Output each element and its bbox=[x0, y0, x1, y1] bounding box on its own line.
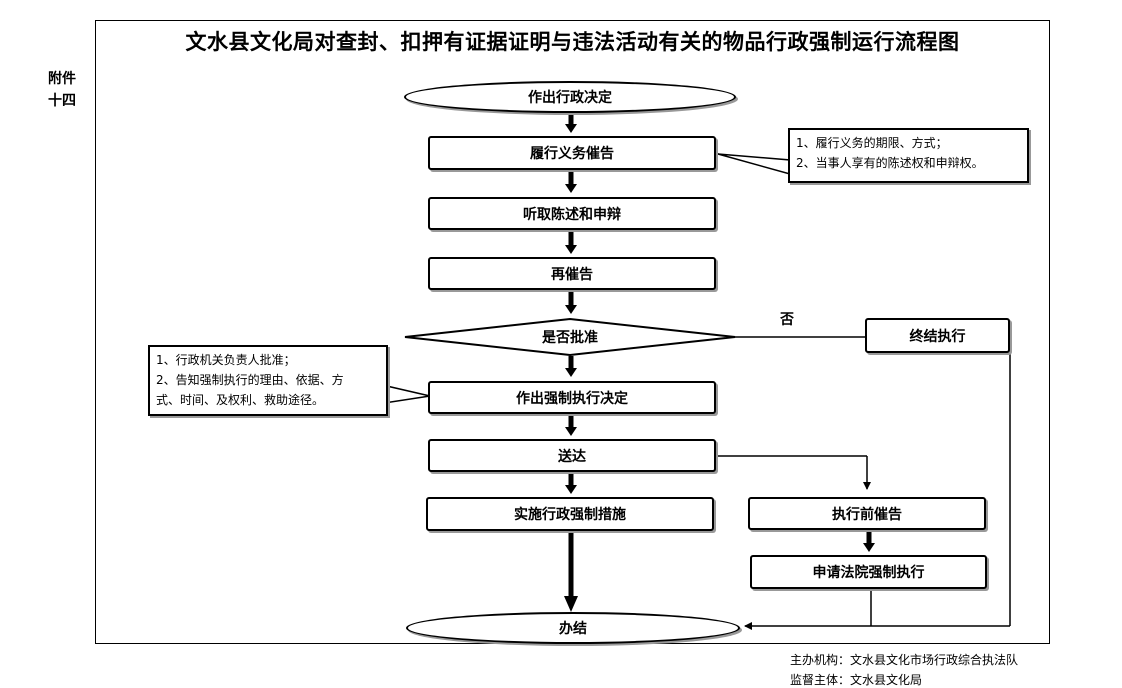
node-terminate: 终结执行 bbox=[865, 318, 1010, 353]
node-make-decision: 作出行政决定 bbox=[404, 81, 736, 113]
node-pre-notice: 执行前催告 bbox=[748, 497, 986, 530]
node-approve-question: 是否批准 bbox=[542, 330, 598, 346]
attachment-label: 附件 十四 bbox=[48, 68, 76, 112]
branch-no-label: 否 bbox=[780, 312, 794, 328]
node-fulfill-notice: 履行义务催告 bbox=[428, 136, 716, 170]
node-implement: 实施行政强制措施 bbox=[426, 497, 714, 531]
node-court-apply: 申请法院强制执行 bbox=[750, 555, 987, 589]
note-left-line2: 2、告知强制执行的理由、依据、方 bbox=[156, 373, 344, 387]
note-left-line1: 1、行政机关负责人批准； bbox=[156, 353, 296, 367]
node-re-notice: 再催告 bbox=[428, 257, 716, 290]
node-hear-statement: 听取陈述和申辩 bbox=[428, 197, 716, 230]
footer-organizer: 主办机构：文水县文化市场行政综合执法队 bbox=[790, 653, 1019, 667]
page-title: 文水县文化局对查封、扣押有证据证明与违法活动有关的物品行政强制运行流程图 bbox=[185, 29, 960, 54]
node-deliver: 送达 bbox=[428, 439, 716, 472]
note-right-line1: 1、履行义务的期限、方式； bbox=[796, 136, 948, 150]
attachment-line1: 附件 bbox=[48, 71, 76, 87]
footer-supervisor: 监督主体：文水县文化局 bbox=[790, 673, 923, 687]
note-right-line2: 2、当事人享有的陈述权和申辩权。 bbox=[796, 156, 984, 170]
attachment-line2: 十四 bbox=[48, 93, 76, 109]
note-right-callout: 1、履行义务的期限、方式； 2、当事人享有的陈述权和申辩权。 bbox=[788, 128, 1029, 183]
node-close: 办结 bbox=[406, 612, 740, 644]
node-enforce-decision: 作出强制执行决定 bbox=[428, 381, 716, 414]
note-left-callout: 1、行政机关负责人批准； 2、告知强制执行的理由、依据、方 式、时间、及权利、救… bbox=[148, 345, 388, 416]
note-left-line3: 式、时间、及权利、救助途径。 bbox=[156, 393, 325, 407]
